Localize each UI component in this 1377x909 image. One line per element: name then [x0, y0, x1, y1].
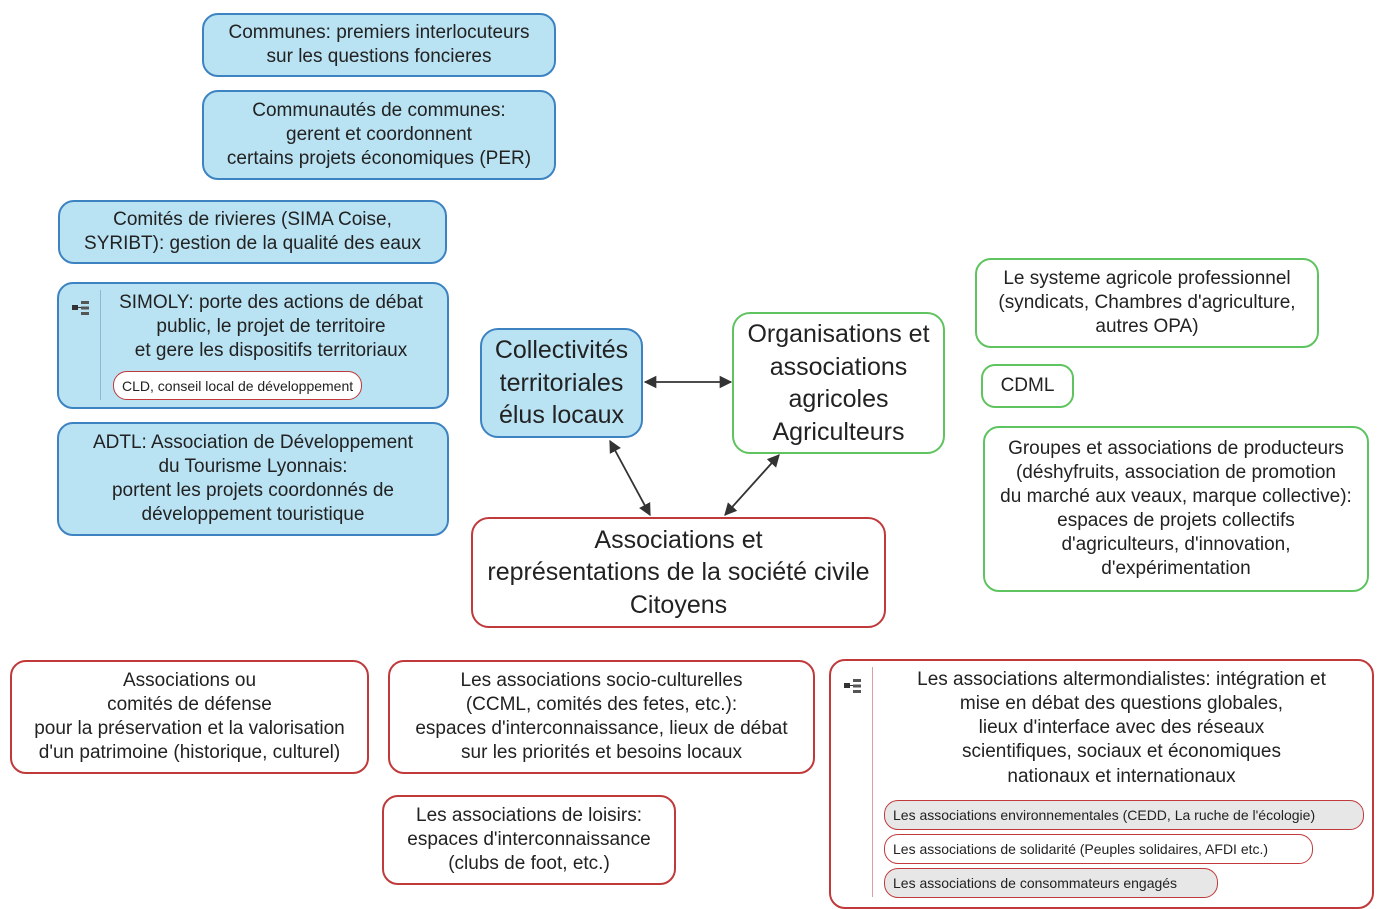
subtopic-consommateurs[interactable]: Les associations de consommateurs engagé…	[884, 868, 1218, 898]
alter-separator	[872, 667, 873, 897]
alter-text: Les associations altermondialistes: inté…	[917, 669, 1326, 787]
simoly-separator	[100, 290, 101, 400]
node-comites-de-rivieres[interactable]: Comités de rivieres (SIMA Coise, SYRIBT)…	[58, 200, 447, 264]
node-cdml[interactable]: CDML	[981, 364, 1074, 408]
node-associations-socio-culturelles[interactable]: Les associations socio-culturelles (CCML…	[388, 660, 815, 774]
subtopics-icon	[844, 679, 861, 693]
node-associations-patrimoine[interactable]: Associations ou comités de défense pour …	[10, 660, 369, 774]
node-collectivites-territoriales[interactable]: Collectivités territoriales élus locaux	[480, 328, 643, 438]
node-communautes-de-communes[interactable]: Communautés de communes: gerent et coord…	[202, 90, 556, 180]
arrow-associations-organisations	[724, 454, 780, 516]
arrow-collectivites-associations	[609, 439, 651, 517]
node-groupes-producteurs[interactable]: Groupes et associations de producteurs (…	[983, 426, 1369, 592]
simoly-text: SIMOLY: porte des actions de débat publi…	[119, 292, 423, 362]
subtopic-solidarite[interactable]: Les associations de solidarité (Peuples …	[884, 834, 1313, 864]
node-associations-societe-civile[interactable]: Associations et représentations de la so…	[471, 517, 886, 628]
node-organisations-agricoles[interactable]: Organisations et associations agricoles …	[732, 312, 945, 454]
node-systeme-agricole[interactable]: Le systeme agricole professionnel (syndi…	[975, 258, 1319, 348]
node-associations-loisirs[interactable]: Les associations de loisirs: espaces d'i…	[382, 795, 676, 885]
subtopic-environnementales[interactable]: Les associations environnementales (CEDD…	[884, 800, 1364, 830]
node-adtl[interactable]: ADTL: Association de Développement du To…	[57, 422, 449, 536]
node-simoly[interactable]: SIMOLY: porte des actions de débat publi…	[57, 282, 449, 409]
subtopics-icon	[72, 301, 89, 315]
subtopic-cld[interactable]: CLD, conseil local de développement	[113, 371, 363, 400]
node-communes[interactable]: Communes: premiers interlocuteurs sur le…	[202, 13, 556, 77]
